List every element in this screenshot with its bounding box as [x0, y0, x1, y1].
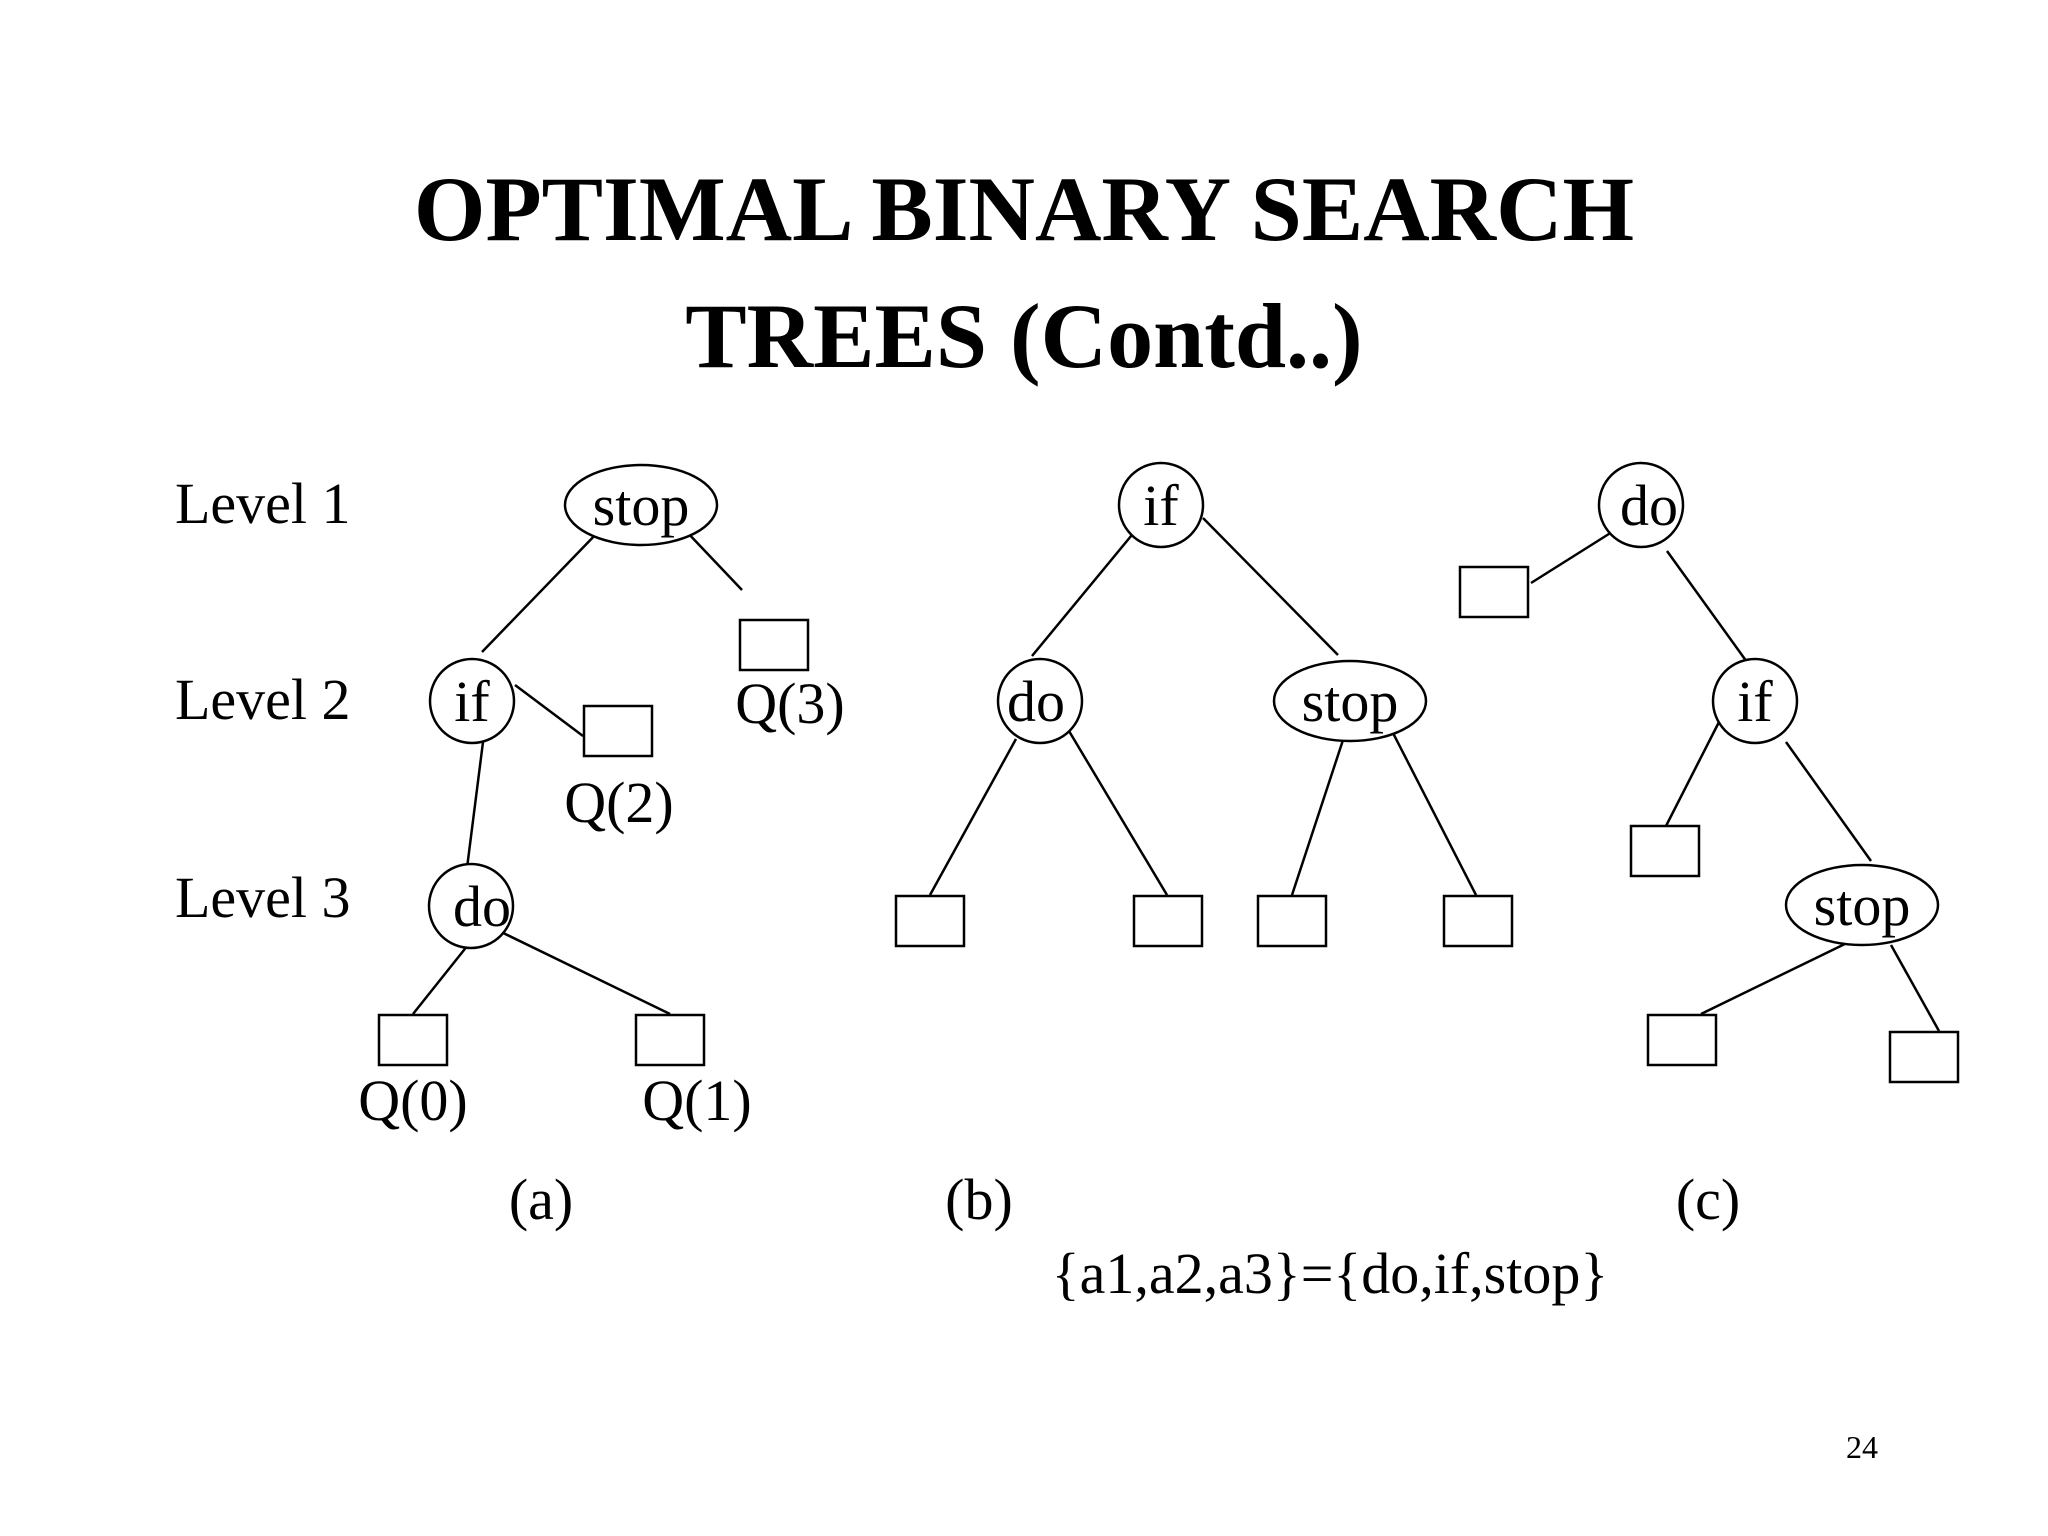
- tree-a: stop if do Q(3) Q(2) Q(0) Q(1) (a): [358, 463, 845, 1232]
- edge-if-leaf1: [1664, 721, 1721, 827]
- leaf-q0-label: Q(0): [358, 1068, 468, 1133]
- tree-b-caption: (b): [945, 1167, 1013, 1232]
- page-number: 24: [1846, 1429, 1878, 1465]
- level-1-label: Level 1: [175, 471, 351, 536]
- edge-stop-if: [481, 529, 601, 653]
- leaf-q1-label: Q(1): [642, 1068, 752, 1133]
- tree-b-right-node: [1272, 659, 1428, 743]
- tree-c-leaf-0: [1458, 565, 1530, 619]
- slide-title-line-1: OPTIMAL BINARY SEARCH: [413, 158, 1635, 260]
- leaf-q2: [582, 704, 654, 758]
- tree-c-root-label: do: [1620, 473, 1678, 538]
- tree-b-leaf-1: [1132, 894, 1204, 948]
- edge-stop-leaf2: [1700, 939, 1852, 1016]
- tree-c-caption: (c): [1676, 1167, 1740, 1232]
- tree-a-level2-label: if: [454, 669, 490, 734]
- tree-b-leaf-3: [1442, 894, 1514, 948]
- tree-c-nodes: do if stop: [1597, 461, 1940, 947]
- edge-if-do: [1031, 529, 1137, 657]
- tree-b-nodes: if do stop: [996, 461, 1428, 745]
- tree-b-root-label: if: [1143, 473, 1179, 538]
- tree-b-left-node: [996, 657, 1084, 745]
- edge-if-stop: [1202, 517, 1339, 656]
- tree-a-leaves: [377, 618, 810, 1067]
- tree-a-nodes: stop if do: [427, 463, 719, 950]
- tree-b-root-node: [1117, 461, 1205, 549]
- tree-c-leaf-2: [1646, 1013, 1718, 1067]
- tree-c-root-node: [1597, 461, 1685, 549]
- tree-c-leaf-3: [1888, 1030, 1960, 1084]
- edge-stop-leaf3: [1391, 732, 1478, 896]
- tree-c-leaf-1: [1629, 824, 1701, 878]
- tree-c-level2-node: [1711, 657, 1799, 745]
- level-3-label: Level 3: [175, 865, 351, 930]
- edge-do-q1: [494, 927, 671, 1016]
- tree-c-leaves: [1458, 565, 1960, 1084]
- tree-b-left-label: do: [1007, 669, 1065, 734]
- tree-c: do if stop (c): [1458, 461, 1960, 1232]
- tree-b-right-label: stop: [1302, 669, 1399, 734]
- key-set-label: {a1,a2,a3}={do,if,stop}: [1052, 1241, 1608, 1306]
- edge-stop-leaf3: [1889, 944, 1941, 1032]
- leaf-q3: [738, 618, 810, 672]
- tree-a-level3-node: [427, 862, 515, 950]
- slide-title-line-2: TREES (Contd..): [685, 285, 1363, 387]
- tree-a-level3-label: do: [453, 874, 511, 939]
- leaf-q3-label: Q(3): [735, 671, 845, 736]
- edge-do-leaf0: [928, 738, 1018, 896]
- leaf-q0: [377, 1013, 449, 1067]
- tree-a-edges: [412, 529, 743, 1016]
- edge-if-do: [465, 741, 485, 869]
- tree-b-leaves: [894, 894, 1514, 948]
- tree-c-level3-label: stop: [1814, 873, 1911, 938]
- edge-if-q2: [514, 684, 584, 737]
- edge-stop-q3: [684, 529, 743, 591]
- tree-b: if do stop (b): [894, 461, 1514, 1232]
- tree-a-root-label: stop: [593, 473, 690, 538]
- level-labels: Level 1 Level 2 Level 3: [175, 471, 351, 930]
- tree-b-leaf-0: [894, 894, 966, 948]
- level-2-label: Level 2: [175, 667, 351, 732]
- edge-do-leaf1: [1064, 725, 1169, 896]
- leaf-q1: [634, 1013, 706, 1067]
- tree-b-leaf-2: [1256, 894, 1328, 948]
- edge-do-q0: [412, 944, 469, 1015]
- tree-b-edges: [928, 517, 1478, 896]
- tree-a-leaf-labels: Q(3) Q(2) Q(0) Q(1): [358, 671, 845, 1133]
- tree-a-root-node: [563, 463, 719, 547]
- tree-a-level2-node: [428, 657, 516, 745]
- tree-a-caption: (a): [509, 1167, 573, 1232]
- edge-stop-leaf2: [1290, 739, 1345, 896]
- edge-if-stop: [1784, 741, 1873, 862]
- leaf-q2-label: Q(2): [564, 770, 674, 835]
- tree-c-edges: [1530, 530, 1941, 1032]
- edge-do-if: [1665, 550, 1754, 670]
- tree-c-level2-label: if: [1737, 669, 1773, 734]
- tree-c-level3-node: [1784, 863, 1940, 947]
- edge-do-leaf0: [1530, 530, 1613, 585]
